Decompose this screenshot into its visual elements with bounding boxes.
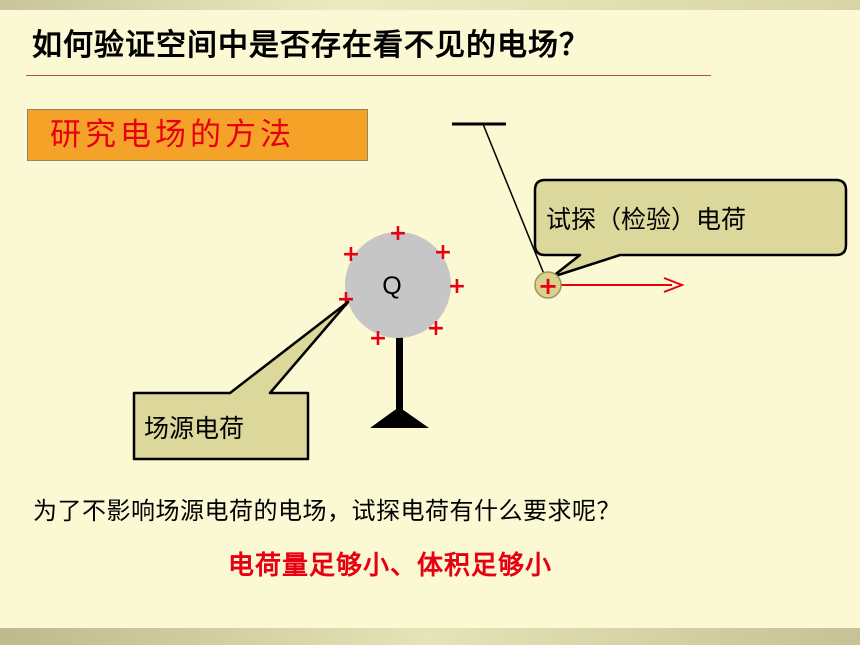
plus-sign-2: + <box>434 240 452 265</box>
test-callout-bubble <box>533 178 848 279</box>
plus-sign-3: + <box>342 242 360 267</box>
test-charge <box>534 271 562 299</box>
title-underline <box>26 75 711 76</box>
suspension-string <box>482 123 547 280</box>
bottom-decor-band <box>0 628 860 645</box>
surface-charges: + + + + + + + <box>337 221 466 351</box>
source-sphere <box>345 232 451 338</box>
plus-sign-7: + <box>369 326 387 351</box>
test-charge-plus-sign: + <box>538 272 558 300</box>
plus-sign-6: + <box>427 316 445 341</box>
source-callout-text: 场源电荷 <box>144 414 244 443</box>
slide-title: 如何验证空间中是否存在看不见的电场？ <box>32 28 590 63</box>
force-arrow-head <box>663 277 685 293</box>
top-decor-band <box>0 0 860 10</box>
method-label-box: 研究电场的方法 <box>27 109 368 161</box>
method-label: 研究电场的方法 <box>50 117 295 153</box>
test-callout-text: 试探（检验）电荷 <box>546 205 746 234</box>
question-text: 为了不影响场源电荷的电场，试探电荷有什么要求呢？ <box>33 497 621 525</box>
stand-post <box>396 336 403 410</box>
source-charge-label: Q <box>382 272 401 300</box>
source-callout-bubble <box>132 300 350 461</box>
answer-text: 电荷量足够小、体积足够小 <box>228 551 553 581</box>
plus-sign-1: + <box>389 221 407 246</box>
plus-sign-4: + <box>448 274 466 299</box>
stand-base <box>370 407 429 428</box>
